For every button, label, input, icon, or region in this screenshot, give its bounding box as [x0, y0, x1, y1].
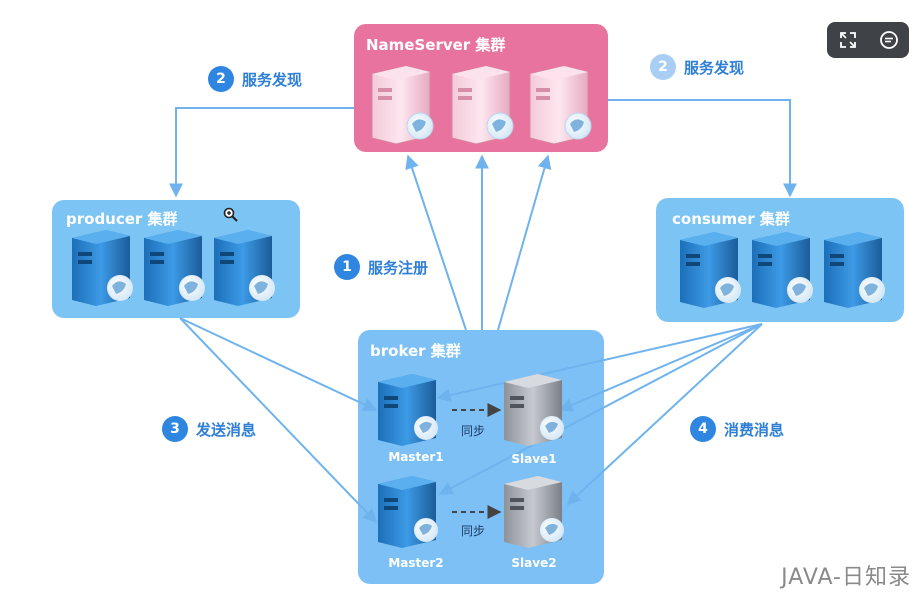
slave2-label: Slave2: [511, 556, 557, 570]
master1-label: Master1: [388, 450, 444, 464]
nameserver-server-3-icon: [529, 65, 592, 145]
step-number-badge: 2: [650, 54, 676, 80]
master2-server-icon: [378, 476, 438, 548]
watermark-text: JAVA-日知录: [781, 565, 911, 590]
step-label: 消费消息: [724, 420, 785, 439]
send-arrow-master2: [179, 317, 377, 524]
master2-label: Master2: [388, 556, 444, 570]
discovery-arrow-consumer: [608, 99, 797, 198]
consumer-server-2-icon: [752, 232, 813, 308]
nameserver-server-1-icon: [371, 65, 434, 145]
step-label: 服务发现: [684, 58, 745, 77]
producer-server-3-icon: [214, 230, 275, 306]
slave1-label: Slave1: [511, 452, 557, 466]
consumer-cluster-title: consumer 集群: [672, 210, 790, 228]
comment-button[interactable]: [875, 26, 903, 54]
slave2-server-icon: [504, 476, 564, 548]
producer-cluster-title: producer 集群: [66, 210, 178, 228]
step-label: 发送消息: [196, 420, 257, 439]
consume-arrow-master2: [438, 323, 763, 495]
discovery-arrow-producer: [169, 107, 354, 198]
step-discover-consumer: 2 服务发现: [650, 54, 744, 80]
broker-cluster-title: broker 集群: [370, 342, 461, 360]
consume-arrow-slave2: [566, 323, 763, 505]
nameserver-server-2-icon: [451, 65, 514, 145]
consume-arrow-master1: [436, 323, 763, 403]
consumer-server-1-icon: [680, 232, 741, 308]
slave1-server-icon: [504, 374, 564, 446]
step-number-badge: 2: [208, 66, 234, 92]
image-viewer-toolbar: [827, 22, 909, 58]
comment-icon: [879, 31, 898, 49]
step-number-badge: 4: [690, 416, 716, 442]
register-arrow-1: [405, 154, 467, 331]
producer-server-1-icon: [72, 230, 133, 306]
zoom-cursor-icon: [223, 207, 238, 222]
step-register: 1 服务注册: [334, 254, 428, 280]
step-discover-producer: 2 服务发现: [208, 66, 302, 92]
expand-button[interactable]: [834, 26, 862, 54]
step-consume: 4 消费消息: [690, 416, 784, 442]
master1-server-icon: [378, 374, 438, 446]
expand-icon: [839, 32, 856, 48]
producer-server-2-icon: [144, 230, 205, 306]
register-arrow-3: [497, 154, 552, 331]
step-number-badge: 3: [162, 416, 188, 442]
nameserver-cluster-title: NameServer 集群: [366, 36, 506, 54]
sync-label-2: 同步: [461, 524, 486, 538]
step-label: 服务发现: [242, 70, 303, 89]
step-label: 服务注册: [368, 258, 429, 277]
step-number-badge: 1: [334, 254, 360, 280]
consumer-server-3-icon: [824, 232, 885, 308]
step-send: 3 发送消息: [162, 416, 256, 442]
consume-arrow-slave1: [558, 323, 763, 412]
sync-label-1: 同步: [461, 424, 486, 438]
send-arrow-master1: [179, 317, 378, 411]
